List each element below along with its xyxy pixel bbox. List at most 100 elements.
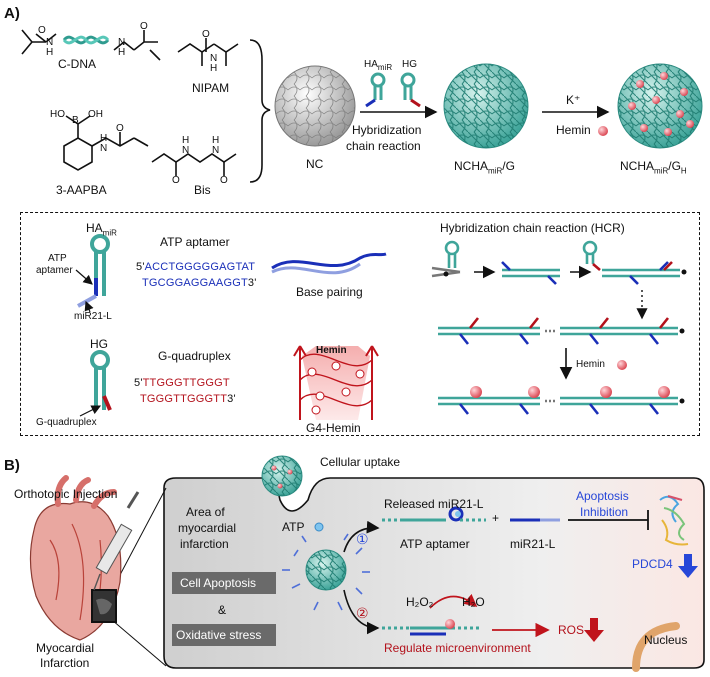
nchag-hemin-dots [628, 72, 694, 136]
bis-atom-o1: O [172, 175, 180, 186]
seq-red-line2: TGGGTTGGGTT3' [140, 393, 236, 405]
nipam-structure [177, 38, 239, 66]
nc-mesh [275, 66, 355, 146]
nc-label: NC [306, 157, 324, 171]
kplus-label: K⁺ [566, 93, 581, 107]
inset-atp-aptamer-title: ATP aptamer [160, 235, 230, 249]
inset-ha-label: HAmiR [86, 221, 117, 238]
cell-apoptosis-label: Cell Apoptosis [180, 576, 257, 590]
released-fragments [282, 533, 370, 611]
ha-label: HAmiR [364, 59, 393, 72]
oxidative-stress-box [172, 624, 276, 646]
amp-label: & [218, 603, 227, 617]
area-line1: Area of [186, 505, 225, 519]
ncha-label: NCHAmiR/G [454, 159, 515, 176]
path1-marker: ① [356, 531, 369, 547]
nipam-atom-o: O [202, 29, 210, 40]
apoptosis-inhibition-line2: Inhibition [580, 505, 629, 519]
path1-arrow [343, 520, 380, 553]
heart-illustration [29, 475, 122, 641]
seq-blue-line1: 5'ACCTGGGGGAGTAT [136, 261, 256, 273]
regulate-label: Regulate microenvironment [384, 641, 531, 655]
released-label: Released miR21-L [384, 497, 484, 511]
gquad-arrow-label: G-quadruplex [36, 417, 97, 428]
inset-hg-label: HG [90, 337, 108, 351]
pdcd4-down-arrow [678, 554, 698, 578]
monomer-brace [249, 39, 271, 183]
hcr-line1: Hybridization [352, 123, 422, 137]
cell-apoptosis-box [172, 572, 276, 594]
ha-hairpin-icon [365, 72, 386, 108]
hcr-title: Hybridization chain reaction (HCR) [440, 221, 625, 235]
g4-hemin-icon [293, 345, 379, 420]
inset-hg-hairpin-icon [90, 350, 112, 411]
cellular-uptake-label: Cellular uptake [320, 455, 401, 469]
seq-blue-line2: TGCGGAGGAAGGT3' [142, 277, 257, 289]
apoptosis-inhibition-line1: Apoptosis [576, 489, 629, 503]
panel-a-label: A) [4, 5, 20, 22]
orthotopic-label: Orthotopic Injection [14, 487, 118, 501]
oxidative-stress-label: Oxidative stress [176, 628, 262, 642]
inset-atp-short2: aptamer [36, 265, 73, 276]
base-pairing-label: Base pairing [296, 285, 363, 299]
atp-aptamer-pointer [75, 269, 93, 285]
nipam-atom-h: H [210, 63, 218, 74]
path2-arrow [343, 589, 380, 635]
inset-atp-short1: ATP [48, 253, 67, 264]
hcr-row3-hemin-dots [470, 386, 670, 398]
uptake-hemin-dots [271, 465, 293, 489]
mir21l-b-label: miR21-L [510, 537, 556, 551]
cdna-atom-n1: N [46, 37, 54, 48]
h2o2-label: H₂O₂ [406, 595, 434, 609]
hcr-schematic [431, 240, 687, 415]
g4-hemin-inner-label: Hemin [316, 345, 347, 356]
ros-down-arrow [584, 618, 604, 642]
path2-marker: ② [356, 605, 369, 621]
inset-mir21l-label: miR21-L [74, 311, 112, 322]
area-line3: infarction [180, 537, 229, 551]
bis-atom-h1: H [182, 135, 190, 146]
atp-aptamer-label: ATP aptamer [400, 537, 470, 551]
pdcd4-label: PDCD4 [632, 557, 673, 571]
uptake-mesh [262, 456, 302, 496]
cdna-atom-o1: O [38, 25, 46, 36]
bis-atom-o2: O [220, 175, 228, 186]
dna-helix-icon [62, 35, 110, 45]
mir21l-pointer [84, 300, 94, 313]
inhibition-line [568, 510, 649, 530]
hcr-line2: chain reaction [346, 139, 421, 153]
aapba-atom-h: H [100, 133, 108, 144]
cdna-atom-h1: H [46, 47, 54, 58]
hcr-hemin-dot-icon [617, 360, 627, 370]
aapba-label: 3-AAPBA [56, 183, 107, 197]
aapba-atom-b: B [72, 115, 79, 126]
nucleus-arc [632, 622, 680, 672]
hemin-duplex [382, 626, 482, 636]
cdna-atom-o2: O [140, 21, 148, 32]
ros-label: ROS [558, 623, 585, 637]
aapba-atom-oh: OH [88, 109, 103, 120]
inset-ha-hairpin-icon [77, 234, 110, 308]
bis-atom-h2: H [212, 135, 220, 146]
hemin-label: Hemin [556, 123, 591, 137]
nchag-label: NCHAmiR/GH [620, 159, 687, 176]
panel-b-label: B) [4, 457, 20, 474]
inset-outer [20, 212, 700, 436]
gquad-title: G-quadruplex [158, 349, 231, 363]
hg-hairpin-icon [400, 72, 421, 108]
h2o-label: H₂O [462, 595, 485, 609]
plus-label: + [492, 511, 500, 525]
released-aptamer-duplex [382, 506, 486, 522]
myocardial-line2: Infarction [40, 656, 90, 670]
bis-atom-n2: N [212, 145, 220, 156]
path2-hemin-dot [445, 619, 455, 629]
hemin-dot-icon [598, 126, 608, 136]
bis-label: Bis [194, 183, 211, 197]
ncha-mesh [444, 64, 528, 148]
base-pairing-ribbon-icon [271, 252, 387, 275]
bis-atom-n1: N [182, 145, 190, 156]
zoom-line-bottom [111, 619, 167, 667]
hcr-hemin-label: Hemin [576, 359, 605, 370]
nucleus-label: Nucleus [644, 633, 688, 647]
area-line2: myocardial [178, 521, 237, 535]
